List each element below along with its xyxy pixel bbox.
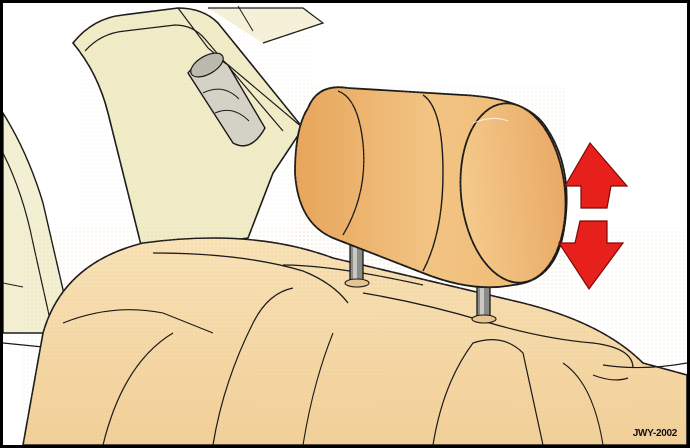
headrest (295, 85, 574, 290)
door-trim-panel (73, 6, 323, 255)
headrest-illustration (3, 3, 687, 445)
figure-code-label: JWY-2002 (633, 428, 677, 439)
